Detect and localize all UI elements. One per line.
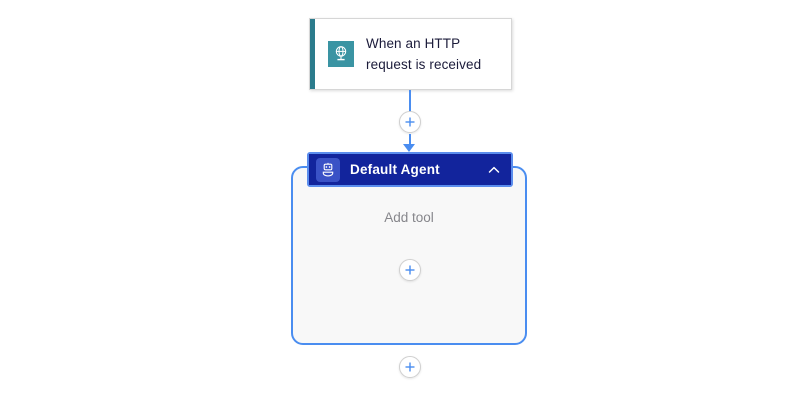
add-step-button-upper[interactable] bbox=[399, 111, 421, 133]
agent-node-header[interactable]: Default Agent bbox=[307, 152, 513, 187]
trigger-title-line-2: request is received bbox=[366, 57, 482, 72]
trigger-card-http-request[interactable]: When an HTTP request is received bbox=[309, 18, 512, 90]
add-step-button-bottom[interactable] bbox=[399, 356, 421, 378]
agent-title: Default Agent bbox=[350, 162, 440, 177]
add-tool-label: Add tool bbox=[384, 210, 434, 225]
connector-line-upper bbox=[409, 90, 411, 112]
connector-arrowhead-icon bbox=[403, 144, 415, 152]
http-request-globe-icon bbox=[328, 41, 354, 67]
add-tool-button[interactable] bbox=[399, 259, 421, 281]
trigger-title-line-1: When an HTTP bbox=[366, 36, 461, 51]
agent-tools-container: Add tool bbox=[291, 166, 527, 345]
robot-agent-icon bbox=[316, 157, 340, 182]
chevron-up-icon[interactable] bbox=[485, 161, 503, 179]
connector-line-lower bbox=[409, 134, 411, 149]
trigger-accent-bar bbox=[310, 19, 315, 89]
trigger-card-title: When an HTTP request is received bbox=[366, 33, 501, 75]
agent-header-inner: Default Agent bbox=[309, 154, 511, 185]
